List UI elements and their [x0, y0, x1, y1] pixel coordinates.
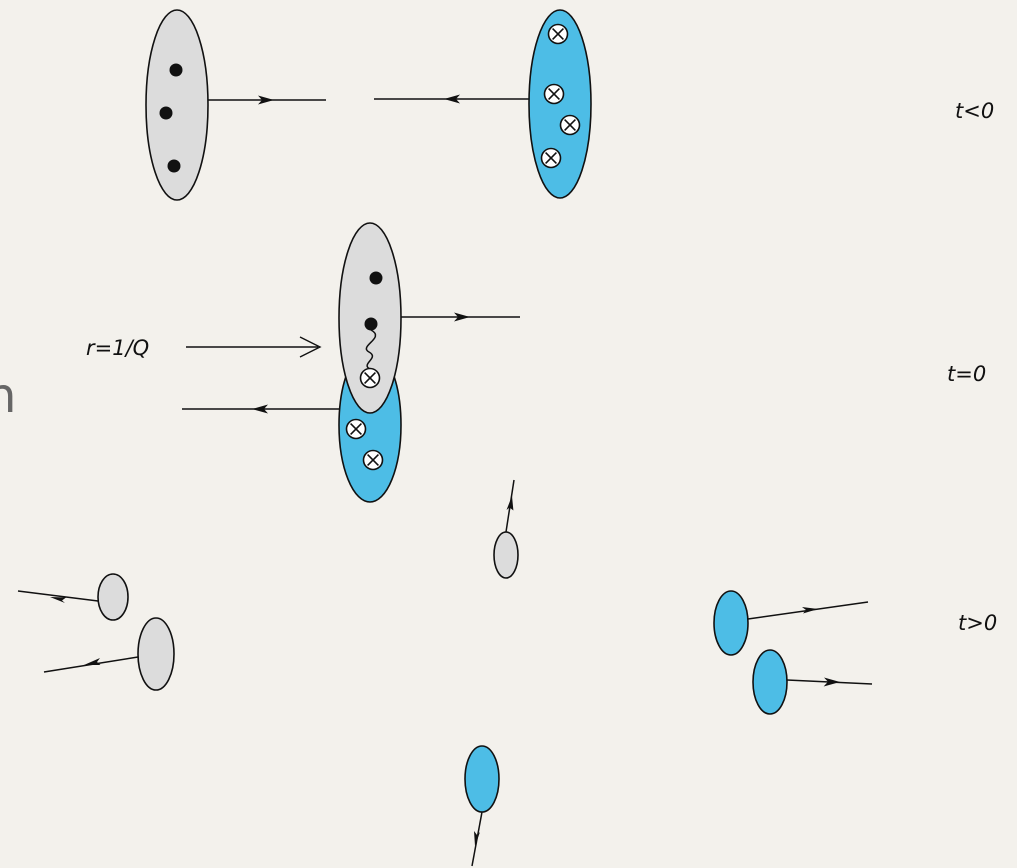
stage-collision	[182, 222, 520, 503]
gluon-exchange-wavy-line	[365, 329, 377, 370]
parton-dot	[159, 106, 173, 120]
antiparton-icon	[543, 83, 565, 105]
grey-fragment	[493, 479, 519, 579]
time-label-after: t>0	[958, 611, 998, 635]
blue-fragment	[713, 590, 869, 656]
antiparton-icon	[345, 418, 367, 440]
parton-dot	[169, 63, 183, 77]
time-label-before: t<0	[955, 99, 995, 123]
parton-dot	[364, 317, 378, 331]
antiparton-icon	[559, 114, 581, 136]
momentum-arrow-left	[374, 94, 529, 104]
momentum-arrow-right	[401, 312, 520, 322]
grey-fragment	[43, 617, 175, 691]
momentum-arrow-left	[182, 404, 340, 414]
blue-fragment	[752, 649, 873, 715]
blue-fragment	[464, 745, 500, 867]
stage-after	[17, 479, 873, 867]
antiparton-icon	[540, 147, 562, 169]
edge-text-fragment: n	[0, 368, 17, 424]
grey-hadron-incoming	[145, 9, 209, 201]
momentum-arrow-right	[208, 95, 326, 105]
parton-dot	[369, 271, 383, 285]
time-label-collision: t=0	[947, 362, 987, 386]
resolution-label: r=1/Q	[86, 336, 150, 360]
antiparton-icon	[362, 449, 384, 471]
grey-hadron-colliding	[338, 222, 402, 414]
parton-dot	[167, 159, 181, 173]
grey-fragment	[17, 573, 129, 621]
resolution-pointer-arrow	[186, 336, 322, 358]
stage-before	[145, 9, 592, 201]
antiparton-icon	[547, 23, 569, 45]
antiparton-icon	[359, 367, 381, 389]
blue-hadron-incoming	[528, 9, 592, 199]
